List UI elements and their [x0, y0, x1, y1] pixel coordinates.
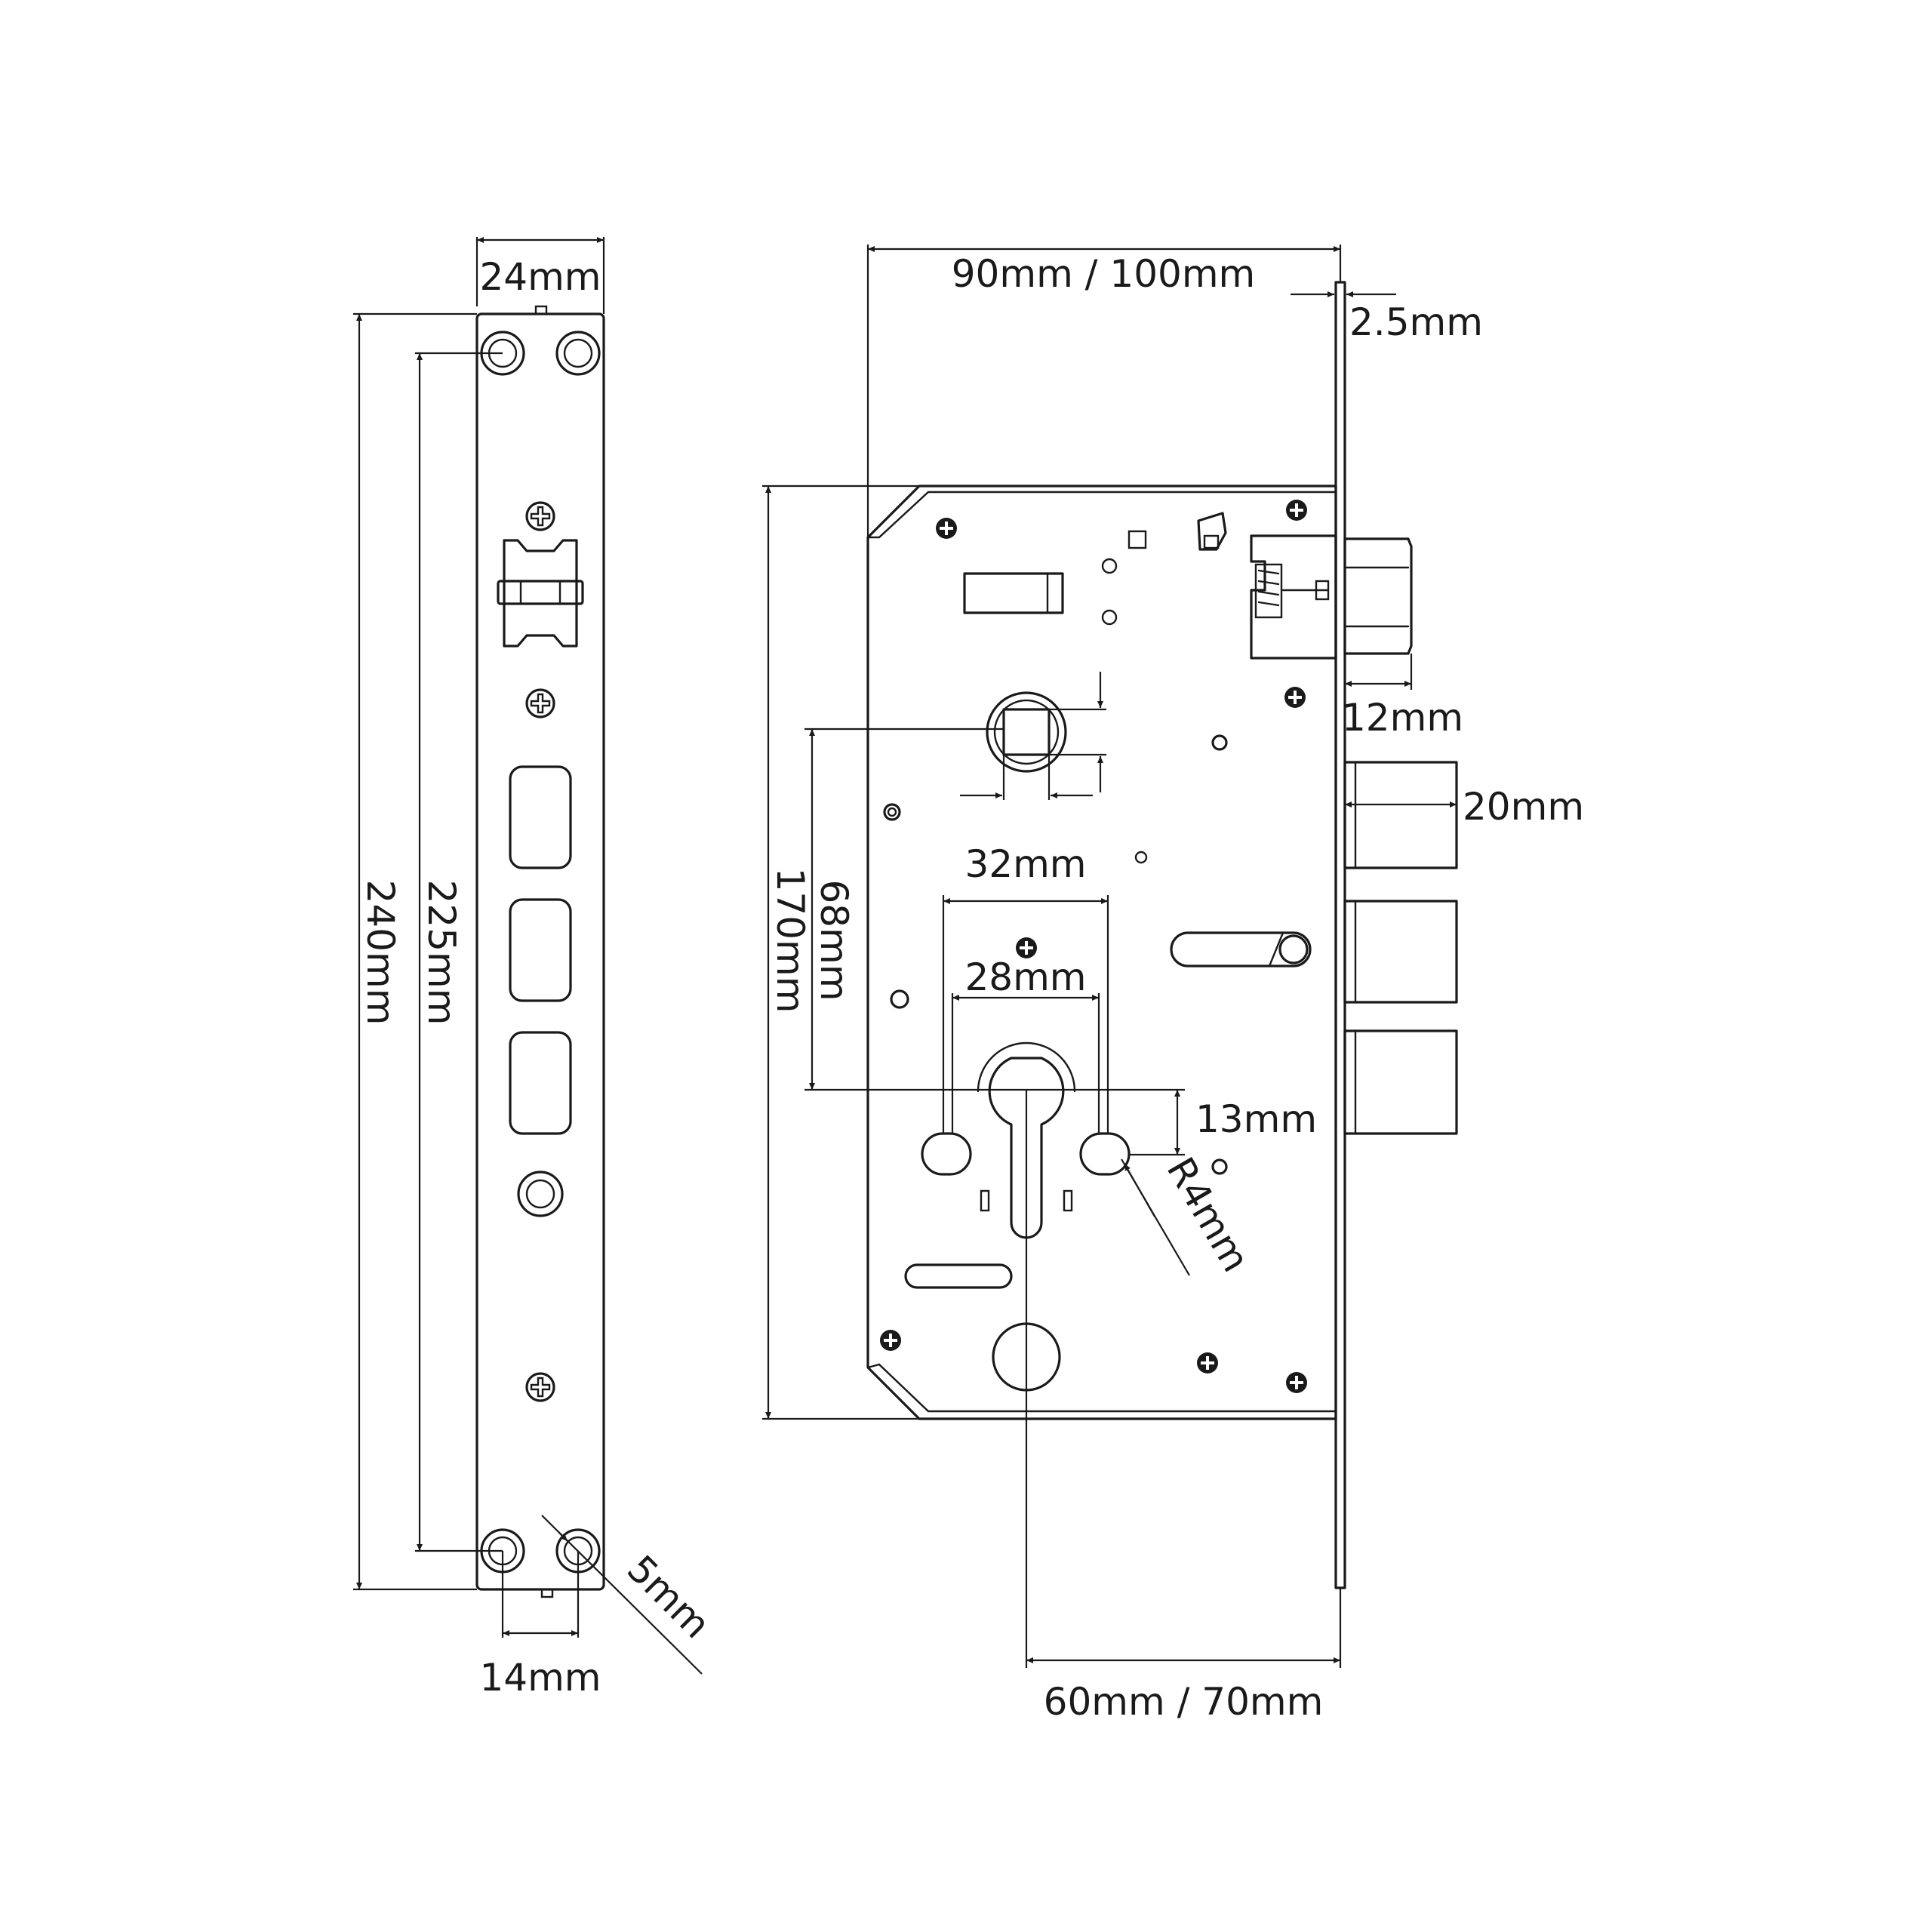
bolt-slot-2	[509, 898, 572, 1002]
dim-28: 28mm	[951, 955, 1100, 1134]
front-width-label: 24mm	[479, 255, 601, 299]
case-height-label: 170mm	[768, 868, 812, 1014]
deadbolt-projection-label: 20mm	[1463, 785, 1584, 829]
case-depth-label: 90mm / 100mm	[952, 252, 1256, 296]
dim-deadbolt: 20mm	[1345, 785, 1584, 829]
bolt-slot-3	[509, 1031, 572, 1135]
latch-front	[497, 539, 584, 648]
faceplate-thickness-label: 2.5mm	[1349, 300, 1483, 344]
radius-label: R4mm	[1158, 1150, 1258, 1279]
dim-pitch-225: 225mm	[415, 352, 503, 1552]
dim-backset: 60mm / 70mm	[1025, 1090, 1342, 1724]
faceplate-edge	[1334, 281, 1346, 1589]
slide-bar	[963, 572, 1064, 614]
deadbolt-1	[1343, 761, 1458, 869]
front-height-label: 240mm	[358, 880, 402, 1026]
front-view: 24mm 240mm 225mm 14mm 5mm	[353, 237, 718, 1700]
front-pitch-label: 225mm	[420, 880, 463, 1026]
backset-label: 60mm / 70mm	[1044, 1680, 1324, 1724]
outer-spacing-label: 32mm	[964, 842, 1086, 886]
latch-projection-label: 12mm	[1342, 696, 1463, 740]
dim-radius: R4mm	[1121, 1150, 1258, 1279]
spindle-to-cylinder-label: 68mm	[812, 879, 856, 1001]
front-spacing-label: 14mm	[479, 1656, 601, 1700]
screw-icon	[1286, 1372, 1307, 1393]
spindle-hub	[986, 691, 1067, 773]
dim-170: 170mm	[762, 485, 919, 1420]
deadbolt-2	[1343, 900, 1458, 1004]
offset-label: 13mm	[1195, 1097, 1317, 1141]
dim-width-24: 24mm	[475, 237, 605, 314]
deadbolt-3	[1343, 1029, 1458, 1135]
screw-icon	[525, 1372, 555, 1402]
screw-icon	[1286, 500, 1307, 521]
dim-thickness: 2.5mm	[1291, 287, 1483, 344]
bolt-slot-1	[509, 765, 572, 869]
faceplate-outline	[475, 312, 605, 1591]
screw-icon	[525, 688, 555, 718]
dim-height-240: 240mm	[353, 312, 477, 1591]
inner-spacing-label: 28mm	[964, 955, 1086, 999]
dim-spacing-14: 14mm	[479, 1551, 601, 1700]
side-slot	[1170, 931, 1312, 968]
latch-bolt	[1250, 534, 1413, 660]
dim-latch: 12mm	[1342, 654, 1463, 740]
screw-icon	[936, 518, 957, 539]
screw-icon	[1197, 1352, 1218, 1374]
dim-spindle	[960, 672, 1106, 800]
dim-depth: 90mm / 100mm	[866, 245, 1342, 537]
round-hole	[517, 1171, 564, 1217]
dim-32: 32mm	[942, 842, 1109, 1134]
case-outline	[866, 485, 1337, 1420]
bottom-slot	[904, 1263, 1013, 1289]
side-view: 90mm / 100mm 2.5mm 12mm 20mm	[762, 245, 1584, 1724]
screw-icon	[880, 1330, 901, 1351]
mounting-hole-top-right	[555, 331, 601, 376]
screw-icon	[525, 501, 555, 531]
dim-68: 68mm	[804, 728, 1026, 1091]
screw-icon	[1284, 687, 1306, 708]
dim-13: 13mm	[1026, 1088, 1317, 1156]
dim-hole-5: 5mm	[541, 1515, 718, 1675]
front-hole-label: 5mm	[619, 1547, 718, 1647]
